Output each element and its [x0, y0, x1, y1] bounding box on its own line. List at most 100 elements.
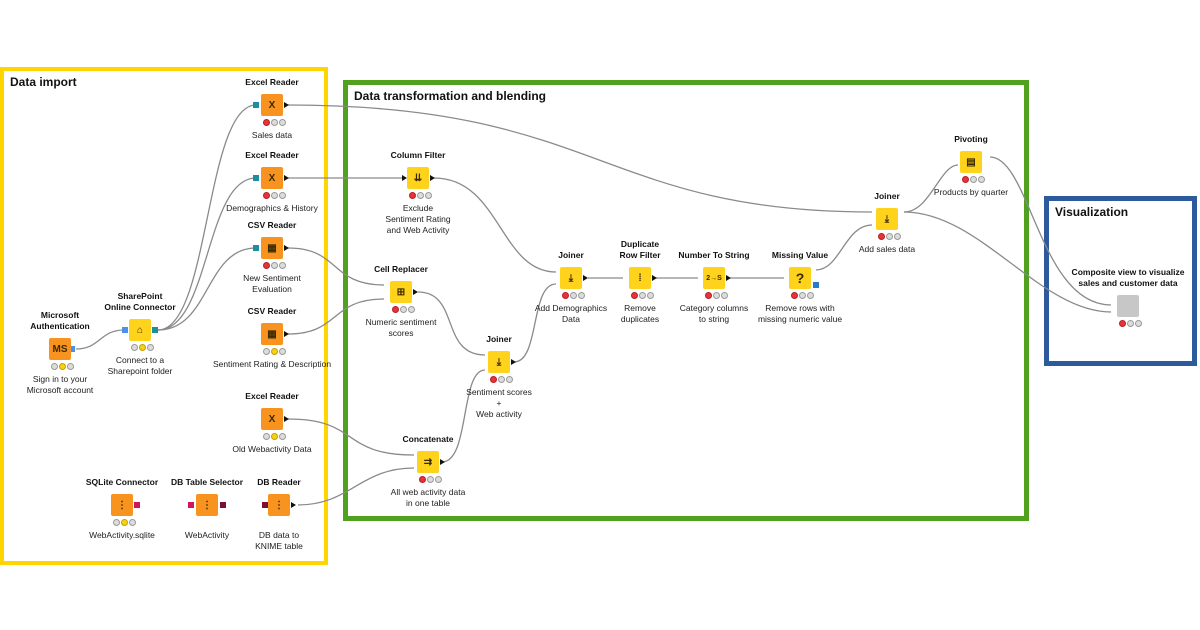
output-port[interactable] — [284, 102, 289, 108]
node-title: SharePoint Online Connector — [104, 291, 176, 312]
square-port — [134, 502, 140, 508]
node-label: Remove rows with missing numeric value — [757, 303, 843, 324]
node-label: WebActivity.sqlite — [89, 530, 155, 540]
csv-icon: ▦ — [261, 237, 283, 259]
node-label: Products by quarter — [933, 187, 1009, 197]
connection — [75, 329, 125, 350]
output-port[interactable] — [583, 275, 588, 281]
node-title: Column Filter — [390, 150, 446, 160]
excel-icon: X — [261, 408, 283, 430]
node-title: Pivoting — [954, 134, 988, 144]
connection — [903, 211, 1112, 313]
component-icon — [1117, 295, 1139, 317]
concatenate-icon: ⇉ — [417, 451, 439, 473]
node-label: Connect to a Sharepoint folder — [107, 355, 173, 376]
node-title: CSV Reader — [247, 306, 297, 316]
node-label: Remove duplicates — [620, 303, 660, 324]
node-label: New Sentiment Evaluation — [243, 273, 301, 294]
question-mark-icon: ? — [789, 267, 811, 289]
pivot-table-icon: ▤ — [960, 151, 982, 173]
node-status — [878, 233, 901, 241]
node-status — [1119, 320, 1142, 328]
square-port — [253, 245, 259, 251]
output-port[interactable] — [413, 289, 418, 295]
output-port[interactable] — [652, 275, 657, 281]
connection — [287, 298, 385, 335]
node-status — [419, 476, 442, 484]
annotation-visualization: Visualization — [1044, 196, 1197, 366]
output-port[interactable] — [511, 359, 516, 365]
input-port[interactable] — [402, 175, 407, 181]
connection — [903, 164, 959, 213]
excel-icon: X — [261, 167, 283, 189]
database-icon: ⋮ — [196, 494, 218, 516]
node-label: Add Demographics Data — [534, 303, 608, 324]
connection — [287, 247, 385, 286]
output-port[interactable] — [284, 175, 289, 181]
node-label: All web activity data in one table — [390, 487, 466, 508]
square-port — [262, 502, 268, 508]
annotation-title: Data import — [10, 75, 77, 89]
node-label: Old Webactivity Data — [232, 444, 312, 454]
node-title: Composite view to visualize sales and cu… — [1071, 267, 1185, 288]
output-port[interactable] — [284, 245, 289, 251]
connection — [433, 177, 557, 273]
square-port — [813, 282, 819, 288]
node-status — [263, 119, 286, 127]
connection — [157, 247, 257, 331]
node-title: Microsoft Authentication — [30, 310, 90, 331]
square-port — [152, 327, 158, 333]
square-port — [253, 175, 259, 181]
node-title: SQLite Connector — [85, 477, 159, 487]
node-label: Sentiment Rating & Description — [212, 359, 332, 369]
connection — [287, 418, 415, 456]
node-label: Add sales data — [858, 244, 916, 254]
output-port[interactable] — [440, 459, 445, 465]
output-port[interactable] — [726, 275, 731, 281]
connection — [157, 104, 257, 331]
node-status — [962, 176, 985, 184]
node-status — [631, 292, 654, 300]
column-filter-icon: ⇊ — [407, 167, 429, 189]
square-port — [188, 502, 194, 508]
node-status — [51, 363, 74, 371]
node-title: Joiner — [486, 334, 512, 344]
node-title: DB Reader — [257, 477, 301, 487]
joiner-icon: ⤓ — [876, 208, 898, 230]
node-title: Duplicate Row Filter — [619, 239, 661, 260]
connection — [815, 224, 873, 271]
node-status — [263, 262, 286, 270]
connection — [989, 156, 1112, 306]
annotation-title: Visualization — [1055, 205, 1129, 219]
connection — [297, 467, 415, 506]
node-label: Sentiment scores + Web activity — [466, 387, 532, 419]
output-port[interactable] — [284, 331, 289, 337]
output-port[interactable] — [430, 175, 435, 181]
node-title: CSV Reader — [247, 220, 297, 230]
connection — [157, 177, 257, 331]
joiner-icon: ⤓ — [560, 267, 582, 289]
connection — [441, 369, 486, 463]
csv-icon: ▦ — [261, 323, 283, 345]
annotation-title: Data transformation and blending — [354, 89, 547, 103]
joiner-icon: ⤓ — [488, 351, 510, 373]
node-title: Excel Reader — [245, 77, 299, 87]
node-label: Demographics & History — [226, 203, 318, 213]
node-label: Numeric sentiment scores — [365, 317, 437, 338]
connection — [417, 291, 486, 356]
square-port — [69, 346, 75, 352]
output-port[interactable] — [284, 416, 289, 422]
microsoft-icon: MS — [49, 338, 71, 360]
node-status — [562, 292, 585, 300]
node-title: Concatenate — [402, 434, 454, 444]
sharepoint-icon: ⌂ — [129, 319, 151, 341]
cell-replacer-icon: ⊞ — [390, 281, 412, 303]
connection — [287, 104, 873, 213]
number-to-string-icon: 2→S — [703, 267, 725, 289]
node-status — [131, 344, 154, 352]
node-title: Cell Replacer — [374, 264, 428, 274]
node-status — [490, 376, 513, 384]
node-label: Category columns to string — [679, 303, 749, 324]
output-port[interactable] — [291, 502, 296, 508]
